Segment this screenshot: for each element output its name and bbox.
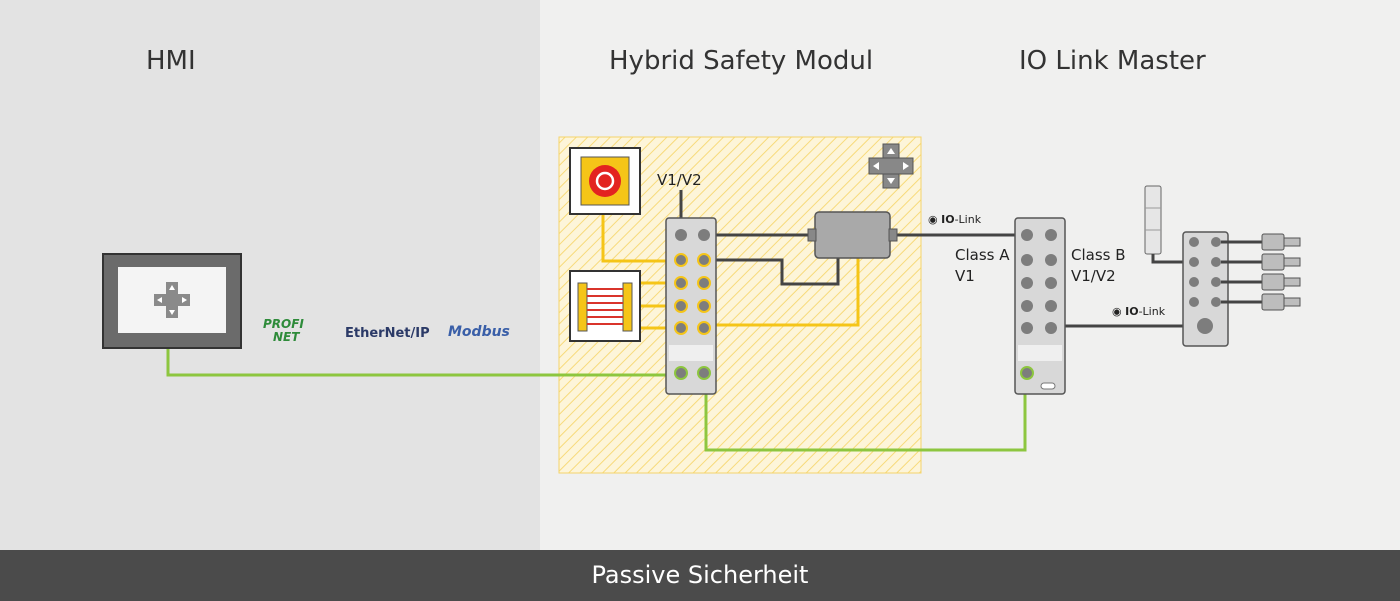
light-curtain-icon [569,270,641,342]
profinet-top-text: PROFI [263,317,304,331]
signal-tower-icon [1144,185,1188,264]
iolink-brand-rest: -Link [954,213,982,226]
ethernetip-logo: EtherNet/IP [345,326,430,341]
sensor-connectors [1221,233,1301,311]
footer-title: Passive Sicherheit [0,550,1400,601]
profinet-logo: PROFI NET [263,318,304,344]
iolink-label-bottom: ◉ IO-Link [1112,305,1165,318]
splitter-box [807,211,898,259]
iolink-logo-icon: ◉ [928,213,938,226]
iolink-brand-rest: -Link [1138,305,1166,318]
safety-module-title: Hybrid Safety Modul [609,46,874,76]
class-b-voltage: V1/V2 [1071,267,1116,285]
iolink-master [1014,217,1066,395]
modbus-logo: Modbus [448,324,510,340]
emergency-stop-icon [569,147,641,215]
profinet-bottom-text: NET [273,330,300,344]
system-diagram [102,136,1301,474]
iolink-brand-bold: IO [1125,305,1139,318]
hmi-title: HMI [146,46,196,76]
dark-cables [679,190,1197,328]
iolink-master-title: IO Link Master [1019,46,1206,76]
class-a-voltage: V1 [955,267,975,285]
ethernet-cable [166,347,1027,452]
iolink-logo-icon: ◉ [1112,305,1122,318]
iolink-label-top: ◉ IO-Link [928,213,981,226]
direction-pad-icon [154,282,190,318]
v1v2-label: V1/V2 [657,171,702,189]
iolink-brand-bold: IO [941,213,955,226]
direction-pad-icon [868,143,914,189]
class-b-label: Class B [1071,246,1126,264]
iolink-hub [1182,231,1229,347]
safety-module [665,217,717,395]
class-a-label: Class A [955,246,1010,264]
hmi-device [102,253,242,349]
hmi-panel [0,0,540,550]
